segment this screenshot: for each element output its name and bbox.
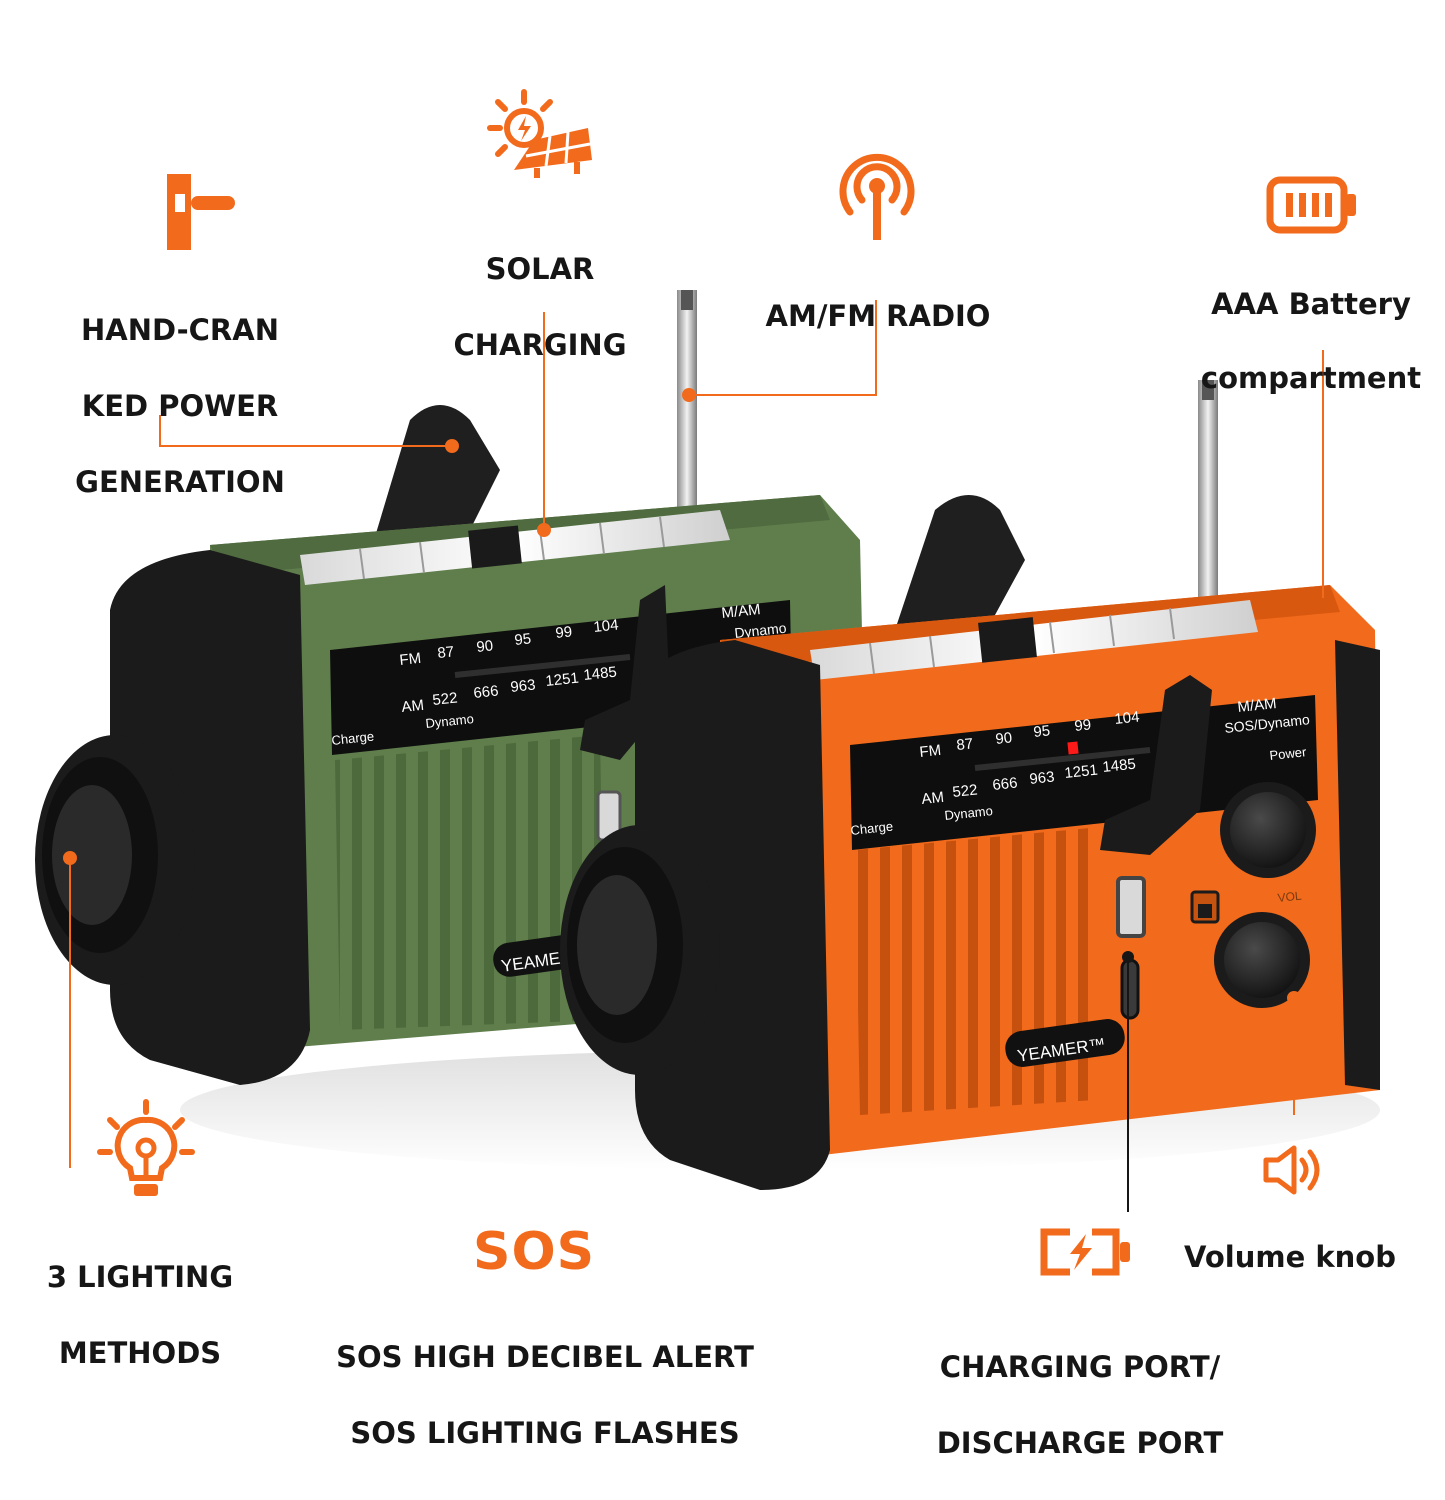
product-illustration: YEAMER FM 87 90 95 99 104 AM 522 666 963… <box>35 290 1380 1212</box>
green-am-freq-2: 963 <box>510 676 537 696</box>
orange-fm-freq-2: 95 <box>1033 722 1051 741</box>
light-bulb-icon <box>97 1099 195 1196</box>
orange-power-label: Power <box>1269 744 1308 763</box>
green-fm-freq-4: 104 <box>593 616 620 636</box>
orange-radio: YEAMER™ FM 87 90 95 99 104 AM 522 666 96… <box>560 380 1380 1190</box>
orange-band-label: M/AM <box>1237 695 1278 716</box>
solar-charging-label: SOLAR CHARGING <box>453 252 627 362</box>
orange-am-freq-4: 1485 <box>1102 756 1137 776</box>
battery-icon <box>1266 176 1356 234</box>
orange-charge-label: Charge <box>850 819 894 838</box>
orange-am-freq-2: 963 <box>1029 768 1056 788</box>
speaker-icon <box>1263 1145 1320 1195</box>
green-fm-freq-3: 99 <box>555 623 573 642</box>
sos-alert-label: SOS HIGH DECIBEL ALERT SOS LIGHTING FLAS… <box>336 1340 754 1450</box>
orange-fm-freq-0: 87 <box>956 735 974 754</box>
callout-lines <box>69 300 1324 1168</box>
am-fm-radio-label: AM/FM RADIO <box>765 299 991 333</box>
orange-am-freq-0: 522 <box>952 781 979 801</box>
orange-am-freq-3: 1251 <box>1064 762 1099 782</box>
orange-dynamo-label: Dynamo <box>944 803 994 823</box>
volume-knob-label: Volume knob <box>1184 1240 1396 1274</box>
orange-fm-label: FM <box>919 742 942 761</box>
crank-handle-icon <box>167 174 235 250</box>
callout-dots <box>63 388 1301 1005</box>
green-fm-freq-0: 87 <box>437 643 455 662</box>
sos-heading: SOS <box>473 1222 596 1282</box>
usb-port <box>1116 876 1146 938</box>
orange-fm-freq-4: 104 <box>1114 708 1141 728</box>
orange-fm-freq-3: 99 <box>1074 716 1092 735</box>
battery-compartment-label: AAA Battery compartment <box>1200 287 1422 395</box>
solar-panel-icon <box>487 89 592 178</box>
green-dynamo-label: Dynamo <box>425 711 475 731</box>
green-am-freq-0: 522 <box>432 689 459 709</box>
green-am-freq-4: 1485 <box>583 664 618 684</box>
green-fm-freq-1: 90 <box>476 637 494 656</box>
lighting-methods-label: 3 LIGHTING METHODS <box>46 1260 234 1370</box>
green-fm-freq-2: 95 <box>514 630 532 649</box>
orange-am-freq-1: 666 <box>992 774 1019 794</box>
green-fm-label: FM <box>399 650 422 669</box>
green-am-freq-3: 1251 <box>545 670 580 690</box>
charging-battery-icon <box>1040 1228 1130 1276</box>
green-charge-label: Charge <box>331 729 375 748</box>
type-c-port <box>1120 958 1140 1020</box>
orange-fm-freq-1: 90 <box>995 729 1013 748</box>
green-band-label: M/AM <box>721 601 762 622</box>
green-am-label: AM <box>401 697 425 716</box>
vol-label: VOL <box>1277 889 1303 905</box>
green-antenna <box>677 290 697 520</box>
antenna-signal-icon <box>839 153 915 240</box>
orange-am-label: AM <box>921 789 945 808</box>
charging-port-label: CHARGING PORT/ DISCHARGE PORT <box>936 1350 1224 1460</box>
orange-speaker-grill <box>855 828 1095 1115</box>
hand-crank-label: HAND-CRAN KED POWER GENERATION <box>75 313 285 499</box>
orange-antenna <box>1198 380 1218 620</box>
green-am-freq-1: 666 <box>473 682 500 702</box>
